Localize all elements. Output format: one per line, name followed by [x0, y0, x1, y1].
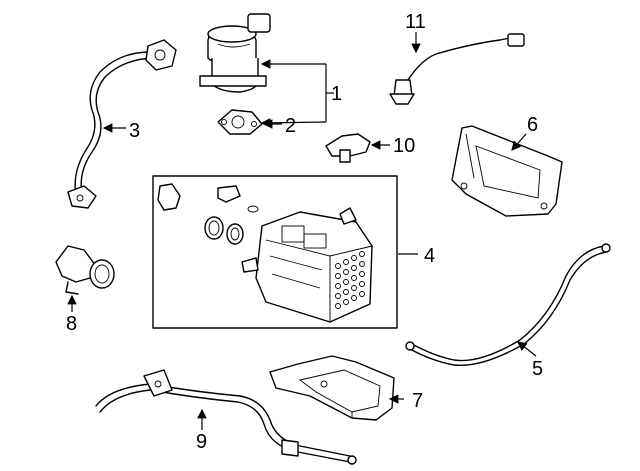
- callout-1: 1: [331, 83, 342, 105]
- callout-8: 8: [66, 313, 77, 335]
- egr-pipe: [67, 39, 177, 209]
- vapor-hose: [405, 243, 611, 367]
- callout-9: 9: [196, 431, 207, 453]
- leader-lines: [67, 32, 537, 430]
- mounting-bar: [95, 369, 357, 465]
- hose-connector: [55, 245, 115, 295]
- callout-4: 4: [424, 245, 435, 267]
- callout-2: 2: [285, 115, 296, 137]
- canister-shield: [269, 355, 395, 421]
- egr-valve: [199, 13, 271, 93]
- callout-6: 6: [527, 114, 538, 136]
- callout-7: 7: [412, 390, 423, 412]
- canister-grille: [335, 251, 365, 309]
- callout-3: 3: [129, 120, 140, 142]
- canister-bracket: [451, 125, 563, 217]
- canister-box: [152, 175, 398, 329]
- callout-numbers: 1 2 3 4 5 6 7 8 9 10 11: [66, 11, 543, 453]
- pressure-sensor: [325, 133, 371, 163]
- callout-11: 11: [405, 11, 426, 33]
- callout-10: 10: [393, 135, 415, 157]
- oxygen-sensor: [389, 33, 525, 105]
- egr-gasket: [217, 109, 263, 135]
- callout-5: 5: [532, 358, 543, 380]
